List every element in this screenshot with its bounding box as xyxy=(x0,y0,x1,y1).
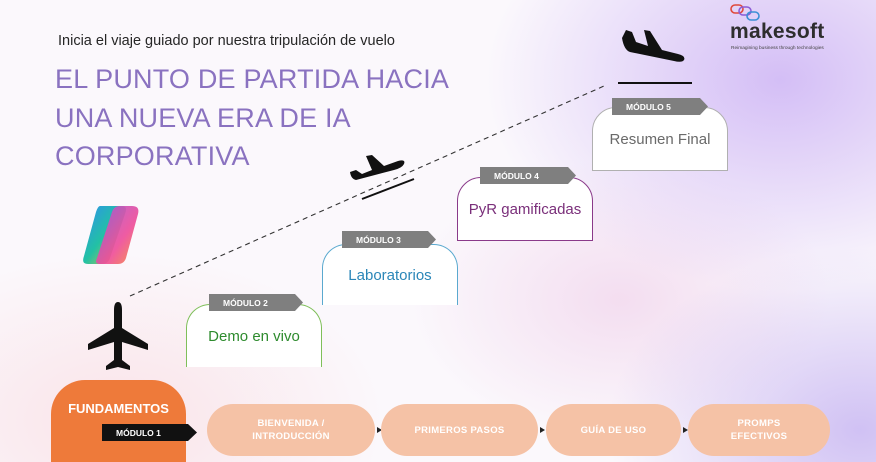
module-3-title: Laboratorios xyxy=(348,266,432,284)
module-2-card[interactable]: Demo en vivo xyxy=(186,304,322,367)
airplane-landing-icon xyxy=(622,30,685,62)
airplane-up-icon xyxy=(88,302,148,370)
subtitle: Inicia el viaje guiado por nuestra tripu… xyxy=(58,33,395,49)
module-4-tag: MÓDULO 4 xyxy=(480,167,576,184)
title-line-3: CORPORATIVA xyxy=(55,141,250,171)
logo-tagline: Reimagining business through technologie… xyxy=(731,46,824,51)
makesoft-logo-icon xyxy=(730,4,760,21)
fundamentos-title: FUNDAMENTOS xyxy=(68,401,169,416)
airplane-takeoff-icon xyxy=(350,155,405,180)
title-line-2: UNA NUEVA ERA DE IA xyxy=(55,102,351,133)
module-2-title: Demo en vivo xyxy=(208,327,300,345)
module-3-tag: MÓDULO 3 xyxy=(342,231,436,248)
module-5-title: Resumen Final xyxy=(609,130,711,148)
step-arrow-3 xyxy=(683,427,688,433)
module-1-tag: MÓDULO 1 xyxy=(102,424,197,441)
module-4-card[interactable]: PyR gamificadas xyxy=(457,177,593,241)
step-arrow-1 xyxy=(377,427,382,433)
copilot-logo-icon xyxy=(83,206,139,264)
module-4-title: PyR gamificadas xyxy=(468,200,582,218)
page-title: EL PUNTO DE PARTIDA HACIA UNA NUEVA ERA … xyxy=(55,60,449,176)
module-5-card[interactable]: Resumen Final xyxy=(592,107,728,171)
step-guia-de-uso[interactable]: GUÍA DE USO xyxy=(546,404,681,456)
step-arrow-2 xyxy=(540,427,545,433)
step-primeros-pasos[interactable]: PRIMEROS PASOS xyxy=(381,404,538,456)
step-bienvenida[interactable]: BIENVENIDA /INTRODUCCIÓN xyxy=(207,404,375,456)
title-line-1: EL PUNTO DE PARTIDA HACIA xyxy=(55,64,450,94)
module-5-tag: MÓDULO 5 xyxy=(612,98,708,115)
module-3-card[interactable]: Laboratorios xyxy=(322,244,458,305)
logo-name: makesoft xyxy=(730,20,825,43)
module-2-tag: MÓDULO 2 xyxy=(209,294,303,311)
fundamentos-block[interactable] xyxy=(51,380,186,462)
